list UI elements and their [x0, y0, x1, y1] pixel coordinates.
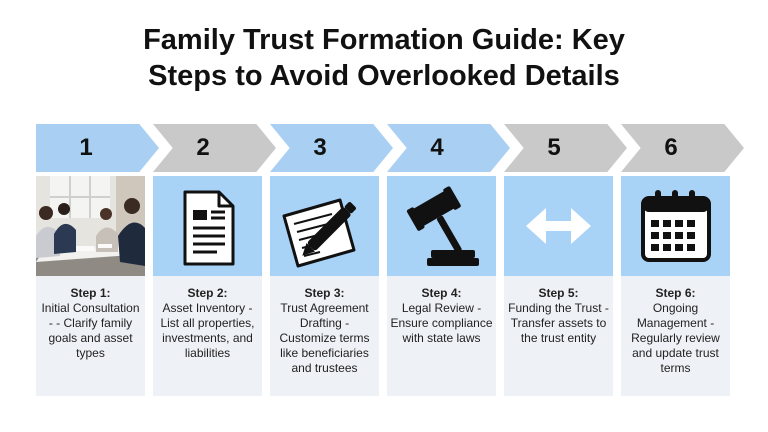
step-4-description: Step 4: Legal Review - Ensure compliance…	[387, 276, 496, 396]
step-1-arrow: 1	[36, 124, 159, 172]
meeting-photo	[36, 176, 145, 276]
step-6-label: Step 6:	[655, 286, 696, 300]
gavel-icon	[406, 186, 479, 266]
step-5-panel	[504, 176, 613, 276]
step-1-description: Step 1: Initial Consultation - - Clarify…	[36, 276, 145, 396]
title-line-2: Steps to Avoid Overlooked Details	[148, 60, 620, 92]
step-6-description: Step 6: Ongoing Management - Regularly r…	[621, 276, 730, 396]
step-5-number: 5	[547, 134, 561, 161]
step-2-description: Step 2: Asset Inventory - List all prope…	[153, 276, 262, 396]
step-1-label: Step 1:	[70, 286, 111, 300]
step-4-label: Step 4:	[421, 286, 462, 300]
step-3-text: Trust Agreement Drafting - Customize ter…	[279, 301, 370, 375]
transfer-arrows-icon	[526, 208, 591, 244]
step-6-number: 6	[664, 134, 678, 161]
step-3-panel	[270, 176, 379, 276]
step-5-arrow: 5	[504, 124, 627, 172]
step-2-label: Step 2:	[187, 286, 228, 300]
step-3-number: 3	[313, 134, 327, 161]
step-4-number: 4	[430, 134, 444, 161]
step-6-panel	[621, 176, 730, 276]
step-1-number: 1	[79, 134, 93, 161]
pen-paper-icon	[282, 198, 356, 268]
step-3-arrow: 3	[270, 124, 393, 172]
step-2-arrow: 2	[153, 124, 276, 172]
step-2-panel	[153, 176, 262, 276]
step-1-text: Initial Consultation - - Clarify family …	[41, 301, 140, 360]
step-4-panel	[387, 176, 496, 276]
step-3-label: Step 3:	[304, 286, 345, 300]
calendar-icon	[641, 190, 711, 262]
document-icon	[183, 190, 235, 266]
step-3-description: Step 3: Trust Agreement Drafting - Custo…	[270, 276, 379, 396]
title-line-1: Family Trust Formation Guide: Key	[143, 24, 625, 56]
step-5-text: Funding the Trust - Transfer assets to t…	[508, 301, 609, 345]
step-4-text: Legal Review - Ensure compliance with st…	[390, 301, 493, 345]
step-6-text: Ongoing Management - Regularly review an…	[631, 301, 720, 375]
step-5-label: Step 5:	[538, 286, 579, 300]
step-2-number: 2	[196, 134, 210, 161]
step-4-arrow: 4	[387, 124, 510, 172]
step-6-arrow: 6	[621, 124, 744, 172]
page-title: Family Trust Formation Guide: Key Steps …	[0, 22, 768, 94]
step-2-text: Asset Inventory - List all properties, i…	[160, 301, 255, 360]
step-5-description: Step 5: Funding the Trust - Transfer ass…	[504, 276, 613, 396]
